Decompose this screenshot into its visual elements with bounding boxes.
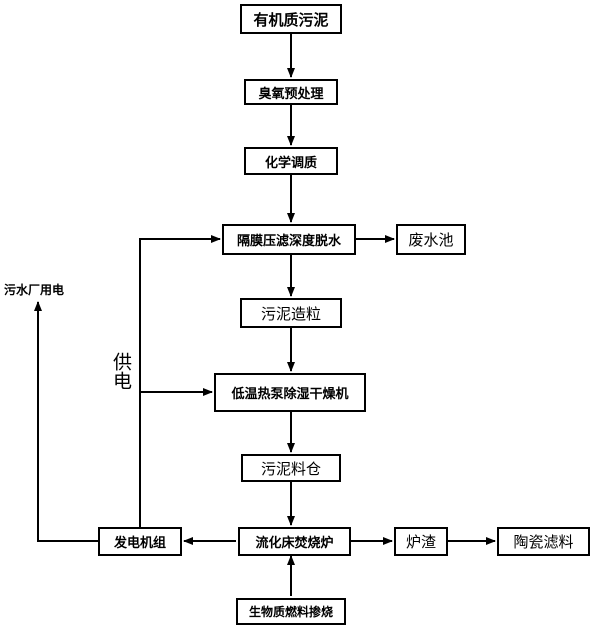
furnace-slag-label: 炉渣 [405,533,436,551]
diaphragm-press-dewatering-label: 隔膜压滤深度脱水 [236,234,341,249]
sludge-silo-box: 污泥料仓 [241,454,341,482]
ceramic-filter-material-box: 陶瓷滤料 [497,527,590,556]
fluidized-bed-furnace-box: 流化床焚烧炉 [238,527,351,556]
generator-set-box: 发电机组 [98,527,182,556]
wastewater-pool-box: 废水池 [396,224,466,255]
furnace-slag-box: 炉渣 [394,527,448,556]
organic-sludge-box: 有机质污泥 [240,4,342,34]
biomass-fuel-box: 生物质燃料掺烧 [236,598,346,625]
plant-electricity-label: 污水厂用电 [4,283,65,297]
ozone-pretreatment-box: 臭氧预处理 [244,79,338,105]
biomass-fuel-label: 生物质燃料掺烧 [248,605,333,619]
organic-sludge-label: 有机质污泥 [253,10,329,29]
sludge-granules-box: 污泥造粒 [240,298,342,328]
generator-set-label: 发电机组 [113,536,166,551]
diaphragm-press-dewatering-box: 隔膜压滤深度脱水 [222,224,356,255]
low-temp-heat-pump-dryer-label: 低温热泵除湿干燥机 [231,387,349,402]
fluidized-bed-furnace-label: 流化床焚烧炉 [255,536,334,551]
wastewater-pool-label: 废水池 [408,231,454,249]
arrow-generator-to-press [139,235,221,527]
sludge-granules-label: 污泥造粒 [260,304,321,323]
ozone-pretreatment-label: 臭氧预处理 [258,86,324,102]
chemical-conditioning-box: 化学调质 [244,147,338,175]
power-supply-label: 供电 [110,352,132,390]
ceramic-filter-material-label: 陶瓷滤料 [513,533,574,551]
chemical-conditioning-label: 化学调质 [264,155,317,171]
sludge-silo-label: 污泥料仓 [260,459,321,478]
low-temp-heat-pump-dryer-box: 低温热泵除湿干燥机 [214,373,366,412]
arrow-generator-to-plant [34,301,98,542]
